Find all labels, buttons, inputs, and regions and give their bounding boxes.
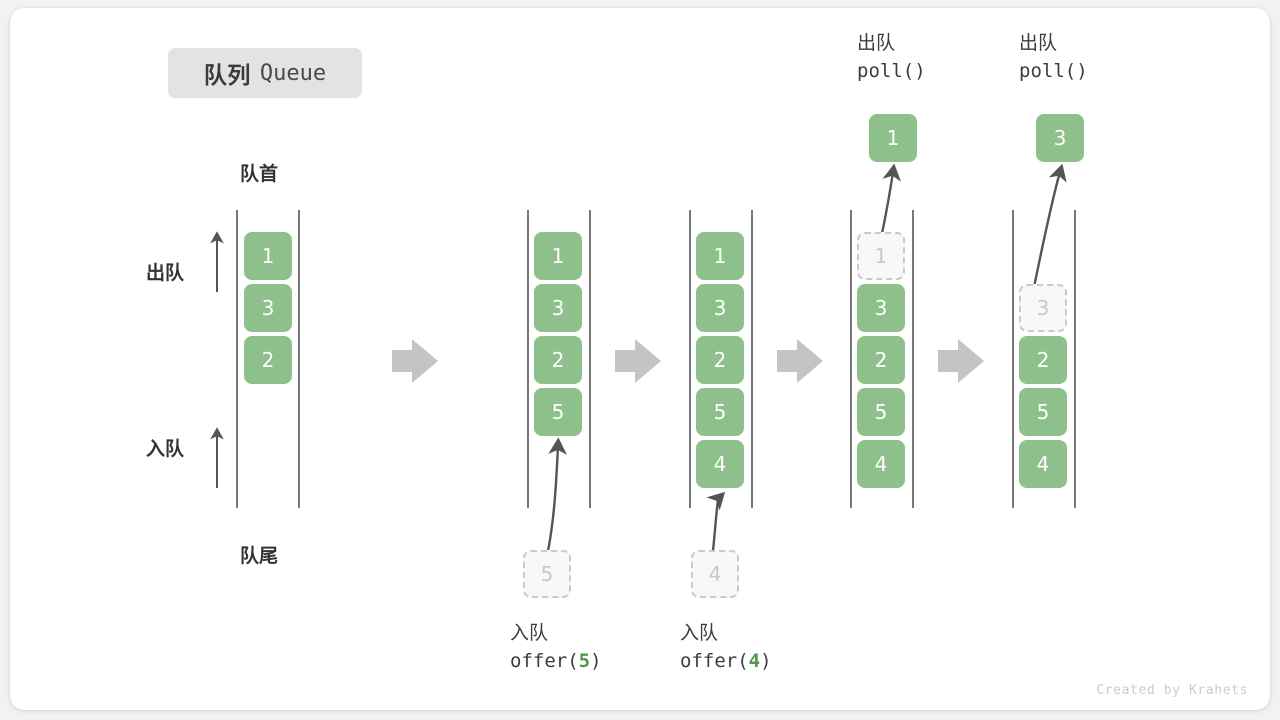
queue-item: 5 [1019, 388, 1067, 436]
queue-item: 2 [696, 336, 744, 384]
queue-item: 1 [534, 232, 582, 280]
queue-item: 3 [534, 284, 582, 332]
poll-2-caption-call: poll() [1019, 59, 1088, 82]
offer-5-caption-call: offer( [510, 649, 579, 672]
popped-value-box: 3 [1036, 114, 1084, 162]
diagram-title-badge: 队列 Queue [168, 48, 362, 98]
queue-item: 3 [244, 284, 292, 332]
queue-item: 2 [1019, 336, 1067, 384]
offer-5-caption: 入队 offer(5) [510, 620, 602, 675]
dequeue-label: 出队 [146, 263, 185, 284]
removed-item-box: 3 [1019, 284, 1067, 332]
title-cn: 队列 [203, 62, 251, 88]
offer-4-caption-cn: 入队 [680, 622, 719, 644]
watermark: Created by Krahets [1096, 683, 1248, 698]
pending-enqueue-box: 5 [523, 550, 571, 598]
title-en: Queue [259, 60, 327, 86]
offer-5-caption-value: 5 [578, 649, 591, 672]
enqueue-label: 入队 [146, 439, 185, 460]
offer-4-caption-close: ) [760, 649, 772, 672]
queue-tail-label: 队尾 [240, 546, 279, 567]
poll-1-caption-call: poll() [857, 59, 926, 82]
queue-item: 2 [534, 336, 582, 384]
queue-item-new: 5 [534, 388, 582, 436]
diagram-card [10, 8, 1270, 710]
offer-4-caption: 入队 offer(4) [680, 620, 772, 675]
popped-value-box: 1 [869, 114, 917, 162]
poll-1-caption: 出队 poll() [857, 30, 926, 85]
queue-item: 5 [696, 388, 744, 436]
queue-item: 2 [857, 336, 905, 384]
offer-4-caption-call: offer( [680, 649, 749, 672]
offer-4-caption-value: 4 [748, 649, 761, 672]
queue-item: 2 [244, 336, 292, 384]
queue-item: 3 [696, 284, 744, 332]
queue-head-label: 队首 [240, 164, 279, 185]
queue-item: 3 [857, 284, 905, 332]
queue-item: 1 [696, 232, 744, 280]
pending-enqueue-box: 4 [691, 550, 739, 598]
queue-item: 5 [857, 388, 905, 436]
queue-item: 4 [857, 440, 905, 488]
queue-item: 1 [244, 232, 292, 280]
offer-5-caption-close: ) [590, 649, 602, 672]
poll-2-caption: 出队 poll() [1019, 30, 1088, 85]
offer-5-caption-cn: 入队 [510, 622, 549, 644]
poll-2-caption-cn: 出队 [1019, 32, 1058, 54]
queue-item-new: 4 [696, 440, 744, 488]
removed-item-box: 1 [857, 232, 905, 280]
queue-item: 4 [1019, 440, 1067, 488]
poll-1-caption-cn: 出队 [857, 32, 896, 54]
